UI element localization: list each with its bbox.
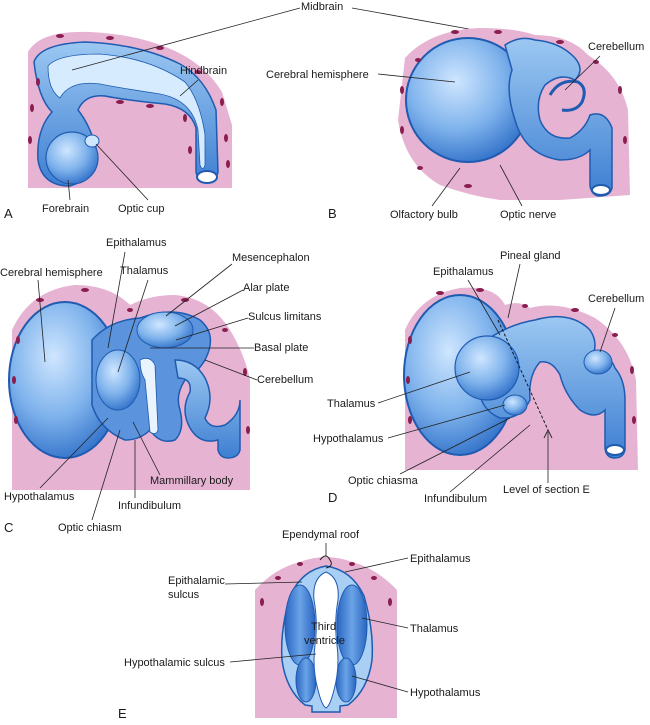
label-level-of-section-e: Level of section E bbox=[503, 484, 590, 496]
label-epithalamus-e: Epithalamus bbox=[410, 553, 471, 565]
label-optic-cup: Optic cup bbox=[118, 203, 164, 215]
panel-label-a: A bbox=[4, 206, 13, 221]
label-hypothalamus-d: Hypothalamus bbox=[313, 433, 384, 445]
panel-c-hindbrain-tube bbox=[174, 359, 241, 459]
label-cerebellum-c: Cerebellum bbox=[257, 374, 313, 386]
panel-a-cells bbox=[28, 34, 230, 168]
label-hindbrain: Hindbrain bbox=[180, 65, 227, 77]
panel-e-cells bbox=[260, 562, 392, 606]
label-hypothalamic-sulcus: Hypothalamic sulcus bbox=[124, 657, 225, 669]
label-hypothalamus-e: Hypothalamus bbox=[410, 687, 481, 699]
panel-a-lumen bbox=[47, 53, 206, 169]
panel-c-cells bbox=[12, 288, 250, 434]
label-mammillary-body: Mammillary body bbox=[150, 475, 234, 487]
panel-d-cells bbox=[406, 288, 636, 424]
panel-c: Cerebral hemisphere Epithalamus Thalamus… bbox=[0, 237, 322, 535]
panel-b-tube-end bbox=[591, 184, 611, 196]
panel-c-tube-lumen bbox=[139, 357, 159, 434]
panel-e: Ependymal roof Epithalamus Epithalamic s… bbox=[118, 529, 481, 721]
label-mesencephalon: Mesencephalon bbox=[232, 252, 310, 264]
panel-e-third-ventricle bbox=[313, 571, 339, 709]
label-optic-nerve: Optic nerve bbox=[500, 209, 556, 221]
label-epithalamic-sulcus-line2: sulcus bbox=[168, 589, 200, 601]
label-basal-plate: Basal plate bbox=[254, 342, 308, 354]
label-sulcus-limitans: Sulcus limitans bbox=[248, 311, 322, 323]
panel-c-mesencephalon-shape bbox=[136, 311, 194, 349]
panel-d-thalamus-shape bbox=[454, 335, 520, 401]
label-epithalamus-c: Epithalamus bbox=[106, 237, 167, 249]
label-third-ventricle-line2: ventricle bbox=[304, 635, 345, 647]
panel-b-cerebellum-fold bbox=[548, 79, 586, 112]
label-alar-plate: Alar plate bbox=[243, 282, 289, 294]
label-cerebellum-d: Cerebellum bbox=[588, 293, 644, 305]
panel-d-hypothalamus-shape bbox=[502, 394, 528, 416]
panel-a-forebrain-vesicle bbox=[45, 131, 99, 185]
panel-a-tube-end bbox=[196, 170, 218, 184]
label-forebrain: Forebrain bbox=[42, 203, 89, 215]
panel-e-thalamus-right bbox=[336, 584, 368, 666]
label-cerebral-hemisphere-c: Cerebral hemisphere bbox=[0, 267, 103, 279]
panel-d: Pineal gland Epithalamus Cerebellum Thal… bbox=[313, 250, 644, 505]
panel-c-thalamus-shape bbox=[95, 349, 141, 411]
panel-e-hypothalamus-left bbox=[295, 657, 317, 703]
panel-d-section-line bbox=[497, 319, 549, 431]
label-hypothalamus-c: Hypothalamus bbox=[4, 491, 75, 503]
label-infundibulum-d: Infundibulum bbox=[424, 493, 487, 505]
label-thalamus-d: Thalamus bbox=[327, 398, 376, 410]
label-epithalamic-sulcus-line1: Epithalamic bbox=[168, 575, 225, 587]
label-optic-chiasma: Optic chiasma bbox=[348, 475, 419, 487]
panel-label-e: E bbox=[118, 706, 127, 720]
panel-a-optic-cup-shape bbox=[84, 134, 100, 148]
panel-label-d: D bbox=[328, 490, 337, 505]
panel-b-midbrain-shape bbox=[504, 37, 613, 197]
label-optic-chiasm: Optic chiasm bbox=[58, 522, 122, 534]
label-cerebellum-b: Cerebellum bbox=[588, 41, 644, 53]
panel-d-cerebellum-shape bbox=[583, 349, 613, 375]
panel-b-cells bbox=[400, 30, 627, 188]
label-ependymal-roof: Ependymal roof bbox=[282, 529, 360, 541]
label-thalamus-e: Thalamus bbox=[410, 623, 459, 635]
panel-e-ependymal-roof bbox=[319, 555, 332, 569]
label-midbrain: Midbrain bbox=[301, 1, 343, 13]
label-thalamus-c: Thalamus bbox=[120, 265, 169, 277]
panel-a: Hindbrain Forebrain Optic cup A bbox=[4, 31, 232, 221]
panel-e-hypothalamus-right bbox=[335, 657, 357, 703]
label-infundibulum-c: Infundibulum bbox=[118, 500, 181, 512]
label-pineal-gland: Pineal gland bbox=[500, 250, 561, 262]
label-epithalamus-d: Epithalamus bbox=[433, 266, 494, 278]
panel-b: Cerebral hemisphere Cerebellum Olfactory… bbox=[266, 28, 644, 221]
label-third-ventricle-line1: Third bbox=[311, 621, 336, 633]
panel-label-c: C bbox=[4, 520, 13, 535]
label-cerebral-hemisphere-b: Cerebral hemisphere bbox=[266, 69, 369, 81]
label-olfactory-bulb: Olfactory bulb bbox=[390, 209, 458, 221]
panel-label-b: B bbox=[328, 206, 337, 221]
panel-d-tube-end bbox=[605, 444, 625, 456]
